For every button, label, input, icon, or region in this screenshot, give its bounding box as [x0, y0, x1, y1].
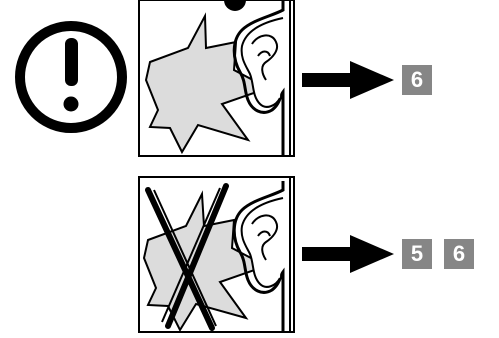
right-arrow-icon: [302, 61, 394, 99]
ear-icon: [232, 177, 291, 332]
ear-icon: [232, 0, 291, 156]
noise-burst-icon: [144, 12, 271, 155]
loud-noise-panel: [138, 0, 295, 157]
step-badge-bottom-6: 6: [444, 239, 474, 269]
right-arrow-icon: [302, 235, 394, 273]
step-badge-bottom-5: 5: [402, 239, 432, 269]
noise-burst-icon: [142, 190, 269, 333]
no-noise-panel: [138, 176, 295, 333]
warning-exclamation-icon: [15, 21, 127, 133]
cross-out-icon: [145, 183, 229, 331]
step-badge-top-6: 6: [402, 65, 432, 95]
